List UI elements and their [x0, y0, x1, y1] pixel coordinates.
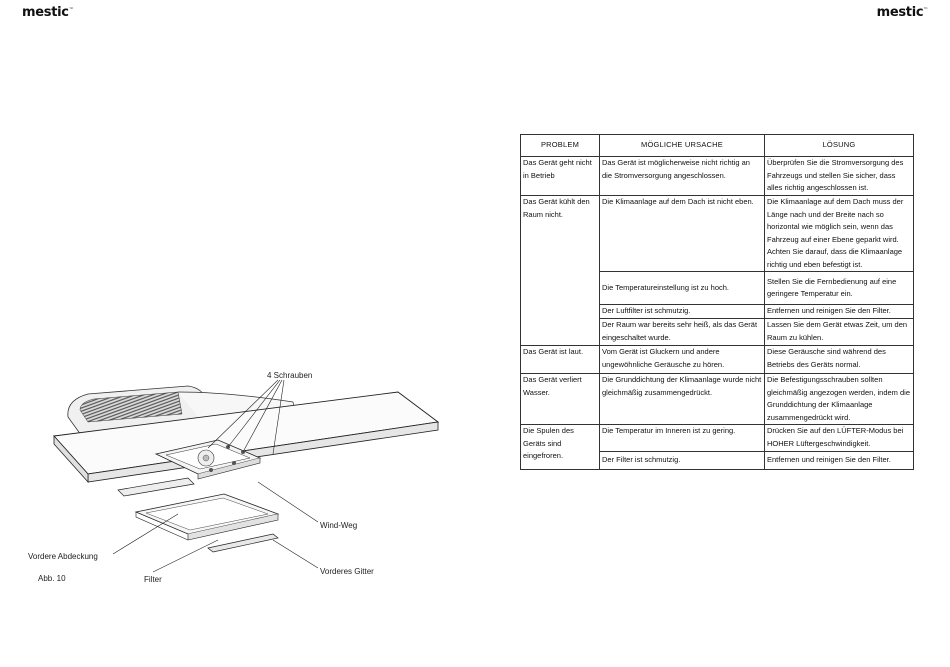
cause-cell: Die Temperatur im Inneren ist zu gering. — [599, 424, 765, 452]
leader-lines — [112, 379, 319, 573]
label-front-cover: Vordere Abdeckung — [28, 552, 98, 561]
problem-cell: Das Gerät kühlt den Raum nicht. — [520, 195, 600, 346]
solution-cell: Drücken Sie auf den LÜFTER-Modus bei HOH… — [764, 424, 914, 452]
solution-cell: Entfernen und reinigen Sie den Filter. — [764, 304, 914, 319]
header-solution: LÖSUNG — [764, 134, 914, 157]
solution-cell: Lassen Sie dem Gerät etwas Zeit, um den … — [764, 318, 914, 346]
problem-cell: Die Spulen des Geräts sind eingefroren. — [520, 424, 600, 470]
front-grille-strip — [207, 533, 279, 553]
table-row: Die Spulen des Geräts sind eingefroren. … — [520, 424, 914, 470]
header-problem: PROBLEM — [520, 134, 600, 157]
solution-cell: Diese Geräusche sind während des Betrieb… — [764, 345, 914, 374]
label-screws: 4 Schrauben — [267, 371, 312, 380]
solution-cell: Entfernen und reinigen Sie den Filter. — [764, 451, 914, 470]
problem-cell: Das Gerät geht nicht in Betrieb — [520, 156, 600, 196]
table-row: Die Temperatureinstellung ist zu hoch. S… — [521, 271, 914, 305]
header-cause: MÖGLICHE URSACHE — [599, 134, 765, 157]
cause-cell: Die Temperatureinstellung ist zu hoch. — [599, 271, 765, 305]
solution-cell: Die Befestigungsschrauben sollten gleich… — [764, 373, 914, 425]
cause-cell: Der Raum war bereits sehr heiß, als das … — [599, 318, 765, 346]
table-header-row: PROBLEM MÖGLICHE URSACHE LÖSUNG — [520, 134, 914, 157]
cause-cell: Die Klimaanlage auf dem Dach ist nicht e… — [599, 195, 765, 272]
installation-diagram: 4 Schrauben Wind-Weg Vordere Abdeckung A… — [28, 371, 440, 584]
label-filter: Filter — [144, 575, 162, 584]
label-wind-path: Wind-Weg — [320, 521, 357, 530]
troubleshooting-table: PROBLEM MÖGLICHE URSACHE LÖSUNG Das Gerä… — [520, 134, 914, 470]
table-row: Der Luftfilter ist schmutzig. Entfernen … — [521, 304, 914, 319]
vehicle-roof-illustration — [53, 391, 440, 484]
cause-cell: Das Gerät ist möglicherweise nicht richt… — [599, 156, 765, 196]
front-cover-strip — [117, 477, 195, 497]
table-row: Das Gerät verliert Wasser. Die Grunddich… — [520, 373, 914, 425]
cause-cell: Der Filter ist schmutzig. — [599, 451, 765, 470]
table-row: Der Filter ist schmutzig. Entfernen und … — [521, 451, 914, 470]
mounting-frame-illustration — [154, 439, 262, 480]
solution-cell: Stellen Sie die Fernbedienung auf eine g… — [764, 271, 914, 305]
solution-cell: Die Klimaanlage auf dem Dach muss der Lä… — [764, 195, 914, 272]
table-row: Der Raum war bereits sehr heiß, als das … — [521, 318, 914, 346]
problem-cell: Das Gerät ist laut. — [520, 345, 600, 374]
cause-cell: Die Grunddichtung der Klimaanlage wurde … — [599, 373, 765, 425]
table-row: Das Gerät kühlt den Raum nicht. Die Klim… — [520, 195, 914, 346]
cause-cell: Vom Gerät ist Gluckern und andere ungewö… — [599, 345, 765, 374]
brand-logo-right: mestic™ — [876, 5, 929, 20]
label-figure-number: Abb. 10 — [38, 574, 66, 583]
cause-cell: Der Luftfilter ist schmutzig. — [599, 304, 765, 319]
solution-cell: Überprüfen Sie die Stromversorgung des F… — [764, 156, 914, 196]
table-row: Das Gerät geht nicht in Betrieb Das Gerä… — [520, 156, 914, 196]
table-row: Das Gerät ist laut. Vom Gerät ist Glucke… — [520, 345, 914, 374]
label-front-grille: Vorderes Gitter — [320, 567, 374, 576]
problem-cell: Das Gerät verliert Wasser. — [520, 373, 600, 425]
brand-logo-left: mestic™ — [22, 5, 74, 20]
filter-cover-illustration — [134, 493, 280, 541]
